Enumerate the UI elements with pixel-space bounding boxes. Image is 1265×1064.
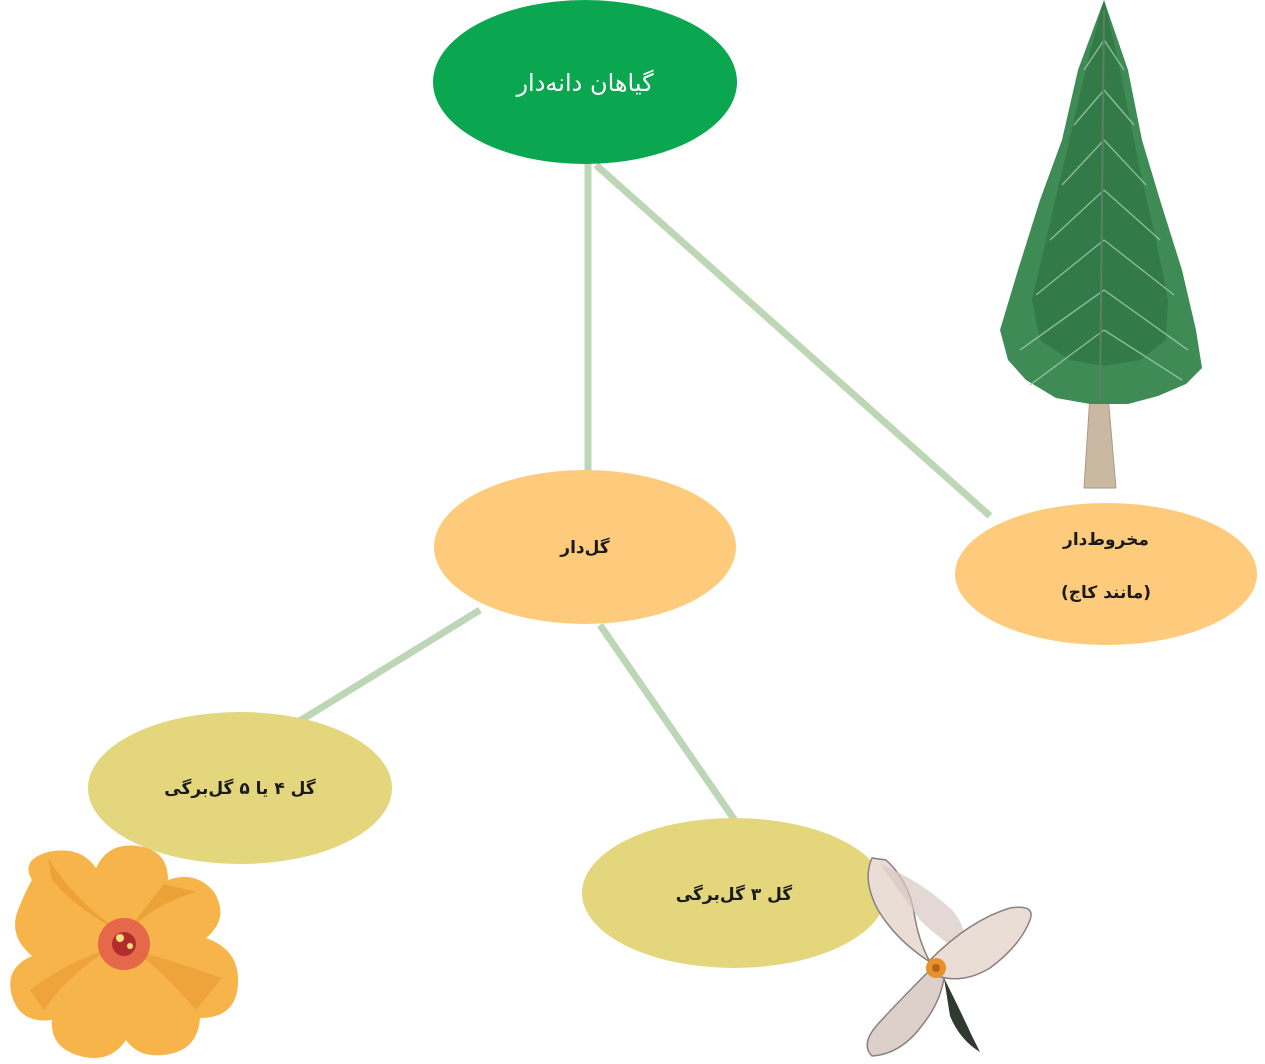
node-flowering-label: گل‌دار [559,537,610,558]
node-petals-4-5-shape [88,712,392,864]
node-root-shape [433,0,737,164]
node-root-label: گیاهان دانه‌دار [515,69,654,97]
node-petals-3-label: گل ۳ گل‌برگی [676,884,793,905]
node-petals-4-5-label: گل ۴ یا ۵ گل‌برگی [164,778,316,799]
node-petals-3: گل ۳ گل‌برگی [582,818,886,968]
node-root: گیاهان دانه‌دار [433,0,737,164]
connector-root-conifer [593,162,993,519]
connector-flowering-petals45 [296,607,482,725]
pine-tree-illustration [1000,0,1202,489]
node-flowering: گل‌دار [434,470,736,624]
node-conifer-shape [955,503,1257,645]
trillium-flower-illustration [866,857,1032,1057]
connectors [296,162,993,824]
connector-flowering-petals3 [597,623,739,824]
node-flowering-shape [434,470,736,624]
node-petals-3-shape [582,818,886,968]
node-petals-4-5: گل ۴ یا ۵ گل‌برگی [88,712,392,864]
hibiscus-flower-illustration [10,845,239,1058]
node-conifer-line1: مخروط‌دار [1062,530,1149,550]
node-conifer: مخروط‌دار (مانند کاج) [955,503,1257,645]
node-conifer-line2: (مانند کاج) [1061,583,1151,603]
